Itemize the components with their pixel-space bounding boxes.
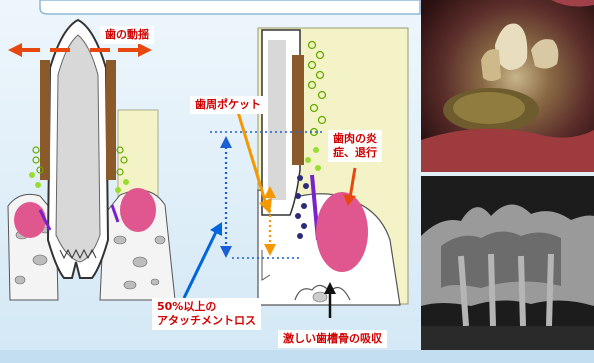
attachment-loss-line1: 50%以上の [157, 300, 256, 314]
inflamed-gum-middle [316, 192, 368, 272]
title-banner [40, 0, 420, 14]
attachment-loss-line2: アタッチメントロス [157, 314, 256, 328]
attachment-pointer [184, 232, 216, 298]
gingival-inflammation-label: 歯肉の炎 症、退行 [328, 130, 382, 162]
clinical-photo [421, 0, 594, 172]
dental-xray [421, 176, 594, 350]
attachment-loss-label: 50%以上の アタッチメントロス [152, 298, 261, 330]
inflamed-gum-left-b [120, 188, 156, 232]
calculus-middle [292, 55, 304, 165]
gingival-inflammation-line1: 歯肉の炎 [333, 132, 377, 146]
tooth-mobility-label: 歯の動揺 [100, 26, 154, 44]
inflamed-gum-left-a [14, 202, 46, 238]
left-panel [118, 110, 158, 200]
periodontal-pocket-label: 歯周ポケット [190, 96, 266, 114]
gingival-inflammation-line2: 症、退行 [333, 146, 377, 160]
left-tooth-pulp [56, 35, 100, 262]
bone-resorption-label: 激しい歯槽骨の吸収 [278, 330, 387, 348]
